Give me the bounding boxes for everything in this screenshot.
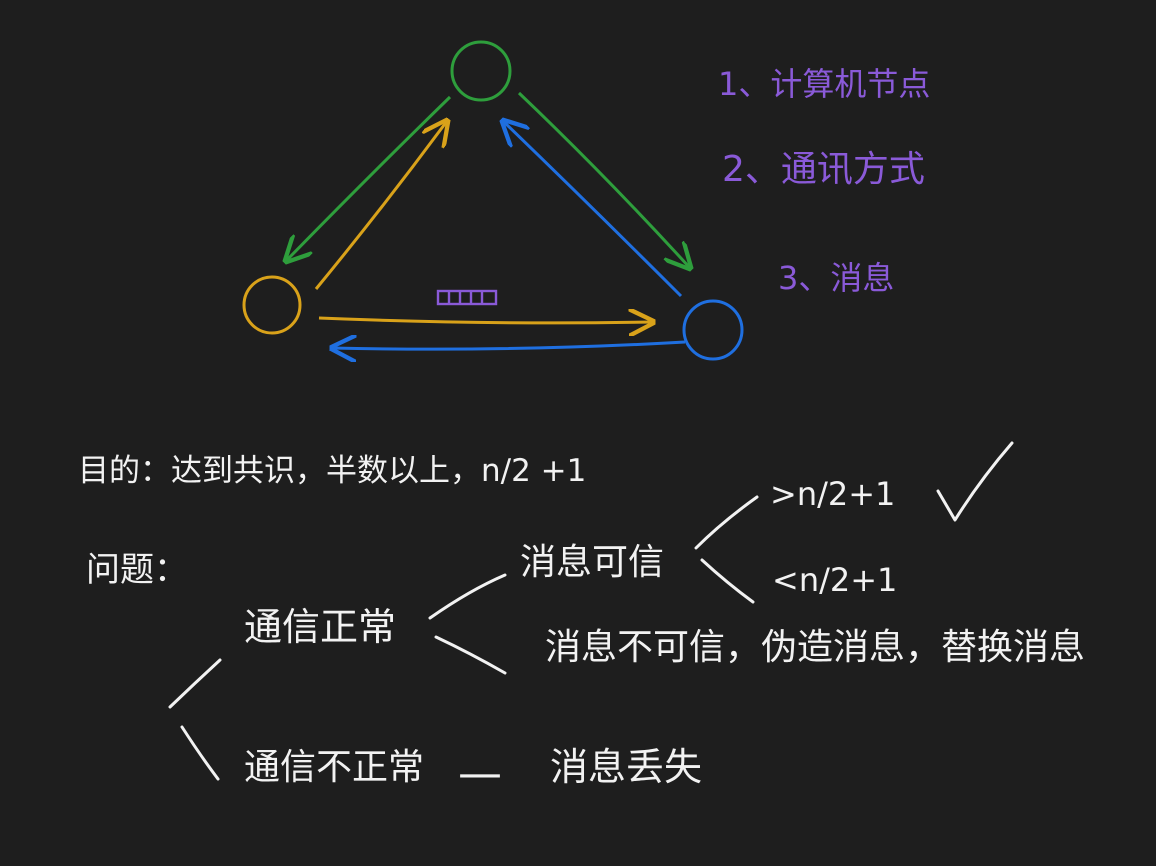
checkmark-icon: [936, 441, 1014, 522]
arrow-green-top-to-left: [286, 95, 452, 261]
branch-line-to-more: [694, 495, 759, 550]
branch-line-to-unreliable: [434, 635, 507, 675]
arrow-blue-right-to-left: [332, 342, 686, 349]
node-right-blue: [682, 299, 744, 361]
message-queue-icon: [436, 289, 498, 306]
branch-less-than-half: <n/2+1: [772, 561, 898, 599]
arrow-green-top-to-right: [517, 91, 690, 268]
branch-abnormal: 通信不正常: [244, 747, 425, 788]
branch-reliable: 消息可信: [520, 542, 665, 583]
branch-more-than-half: >n/2+1: [770, 475, 896, 513]
legend-item-message: 3、消息: [778, 259, 895, 297]
node-left-yellow: [242, 275, 302, 335]
branch-line-to-normal: [168, 658, 222, 709]
node-top-green: [450, 40, 512, 102]
goal-text: 目的：达到共识，半数以上，n/2 +1: [78, 453, 587, 489]
arrow-blue-right-to-top: [503, 121, 683, 298]
arrow-yellow-left-to-right: [318, 318, 653, 323]
branch-message-lost: 消息丢失: [550, 745, 703, 789]
problem-label: 问题：: [86, 550, 188, 590]
branch-dash: —: [458, 748, 502, 799]
branch-line-to-reliable: [428, 573, 507, 620]
arrow-yellow-left-to-top: [314, 121, 447, 290]
legend-item-communication: 2、通讯方式: [722, 149, 925, 190]
branch-line-to-abnormal: [180, 725, 220, 781]
branch-unreliable: 消息不可信，伪造消息，替换消息: [545, 627, 1086, 668]
branch-line-to-less: [700, 558, 755, 604]
branch-normal: 通信正常: [244, 605, 397, 649]
legend-item-computer-node: 1、计算机节点: [718, 65, 931, 103]
